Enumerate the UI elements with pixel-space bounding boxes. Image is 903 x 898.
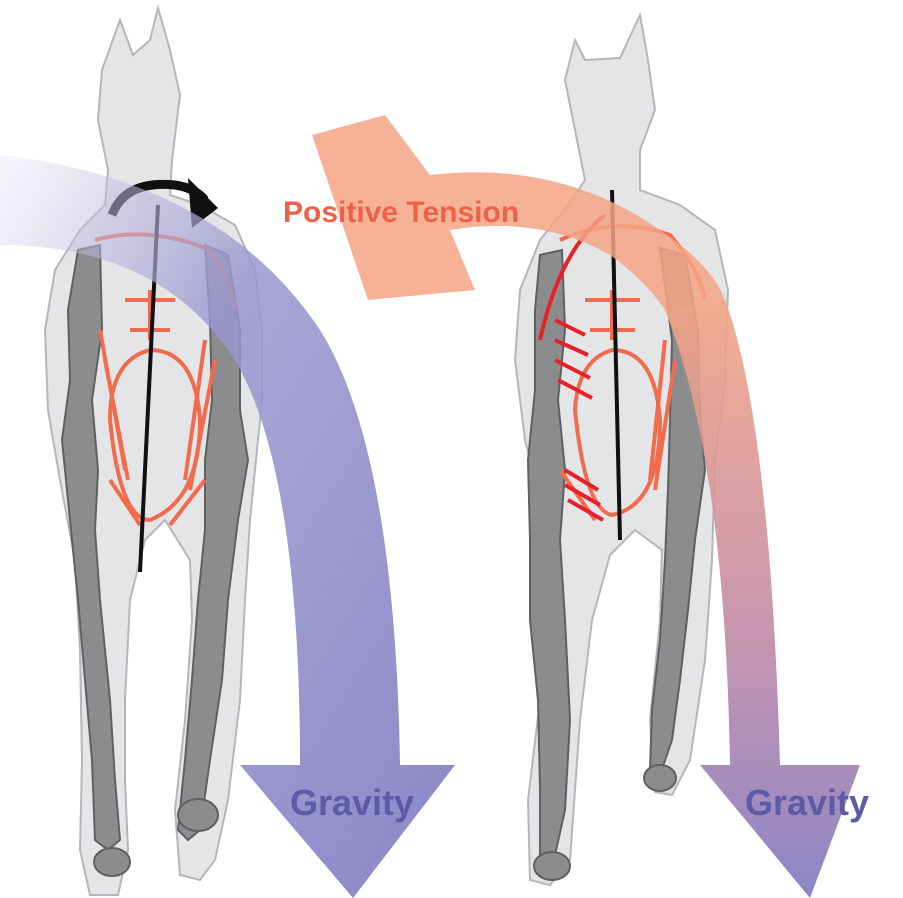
positive-tension-label: Positive Tension bbox=[283, 196, 519, 229]
gravity-label-left: Gravity bbox=[290, 782, 414, 823]
right-horse-hoof-left bbox=[534, 852, 570, 880]
right-horse bbox=[515, 15, 728, 885]
right-horse-hoof-right bbox=[644, 765, 676, 791]
left-horse bbox=[45, 8, 262, 895]
gravity-label-right: Gravity bbox=[745, 782, 869, 823]
left-horse-hoof-left bbox=[94, 848, 130, 876]
left-horse-hoof-right bbox=[178, 799, 218, 831]
